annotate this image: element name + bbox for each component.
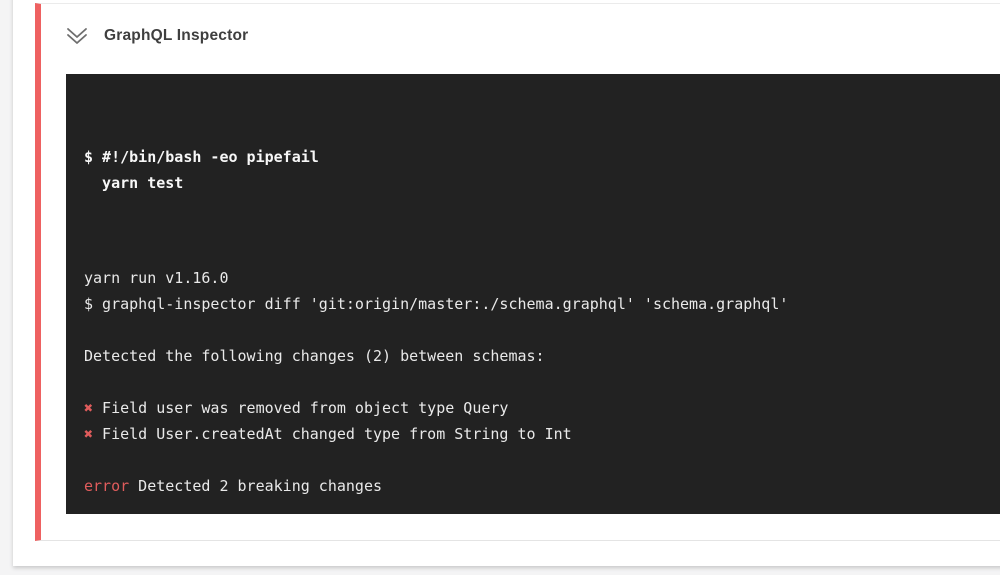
terminal-output-line: [84, 317, 990, 343]
terminal-output-line: yarn run v1.16.0: [84, 269, 229, 287]
terminal-output-line: [84, 499, 990, 514]
terminal-output-line: ✖ Field User.createdAt changed type from…: [84, 425, 572, 443]
terminal-output-line: ✖ Field user was removed from object typ…: [84, 399, 509, 417]
terminal-command: $ #!/bin/bash -eo pipefail yarn test: [84, 144, 990, 196]
terminal-output-line: [84, 369, 990, 395]
terminal-output: yarn run v1.16.0 $ graphql-inspector diff…: [84, 265, 990, 514]
terminal-output-line: Detected the following changes (2) betwe…: [84, 347, 545, 365]
check-card-header[interactable]: GraphQL Inspector: [41, 4, 1000, 48]
check-title: GraphQL Inspector: [104, 27, 249, 44]
double-chevron-down-icon[interactable]: [64, 24, 90, 48]
terminal-command-line: yarn test: [84, 174, 184, 192]
terminal-output-panel: $ #!/bin/bash -eo pipefail yarn test yar…: [66, 74, 1000, 514]
terminal-command-line: $ #!/bin/bash -eo pipefail: [84, 148, 319, 166]
check-card-graphql-inspector: GraphQL Inspector $ #!/bin/bash -eo pipe…: [35, 3, 1000, 541]
terminal-output-line: error Detected 2 breaking changes: [84, 477, 383, 495]
terminal-output-line: [84, 447, 990, 473]
page-sheet: GraphQL Inspector $ #!/bin/bash -eo pipe…: [13, 0, 1000, 566]
terminal-output-line: $ graphql-inspector diff 'git:origin/mas…: [84, 295, 789, 313]
